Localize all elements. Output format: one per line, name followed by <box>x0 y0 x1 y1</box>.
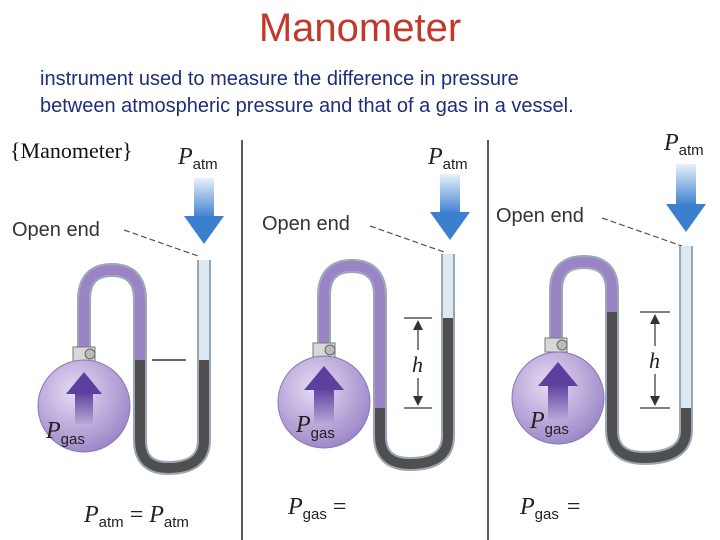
subtitle-line-2: between atmospheric pressure and that of… <box>40 95 574 117</box>
atmosphere-arrow-icon <box>430 174 470 240</box>
gas-column <box>319 260 385 408</box>
height-difference-marker: h <box>640 311 670 409</box>
atmosphere-arrow-icon <box>666 164 706 232</box>
stopcock-icon <box>312 342 336 358</box>
p-gas-label: Pgas <box>295 412 335 442</box>
height-difference-marker: h <box>404 317 432 409</box>
panel-3: Patm Open end h Pga <box>496 130 706 523</box>
equation-2: Pgas= <box>287 494 346 523</box>
image-caption: {Manometer} <box>10 138 133 163</box>
open-end-leader <box>369 225 445 253</box>
h-label: h <box>649 348 660 373</box>
gas-column <box>551 256 617 344</box>
equation-1: Patm=Patm <box>83 502 189 531</box>
open-end-label: Open end <box>262 213 350 235</box>
p-gas-label: Pgas <box>529 408 569 438</box>
h-label: h <box>412 352 423 377</box>
mercury-column <box>135 360 209 474</box>
panel-2: Patm Open end h <box>262 144 470 523</box>
open-end-leader <box>123 229 199 257</box>
p-gas-label: Pgas <box>45 418 85 448</box>
slide-title: Manometer <box>258 6 462 50</box>
stopcock-icon <box>72 346 96 362</box>
panel-1: Patm Open end Pgas <box>12 144 224 531</box>
open-end-leader <box>601 217 683 247</box>
gas-pressure-arrow-icon <box>66 372 102 424</box>
mercury-column <box>375 318 453 470</box>
gas-column <box>79 264 145 360</box>
equation-3: Pgas= <box>519 494 580 523</box>
stopcock-icon <box>544 337 568 353</box>
subtitle-line-1: instrument used to measure the differenc… <box>40 68 519 90</box>
mercury-column <box>607 312 691 464</box>
p-atm-label: Patm <box>177 144 218 173</box>
open-end-label: Open end <box>496 205 584 227</box>
p-atm-label: Patm <box>663 130 704 159</box>
gas-pressure-arrow-icon <box>538 362 578 420</box>
gas-pressure-arrow-icon <box>304 366 344 424</box>
slide-subtitle: instrument used to measure the differenc… <box>40 66 710 120</box>
open-end-label: Open end <box>12 219 100 241</box>
atmosphere-arrow-icon <box>184 178 224 244</box>
p-atm-label: Patm <box>427 144 468 173</box>
